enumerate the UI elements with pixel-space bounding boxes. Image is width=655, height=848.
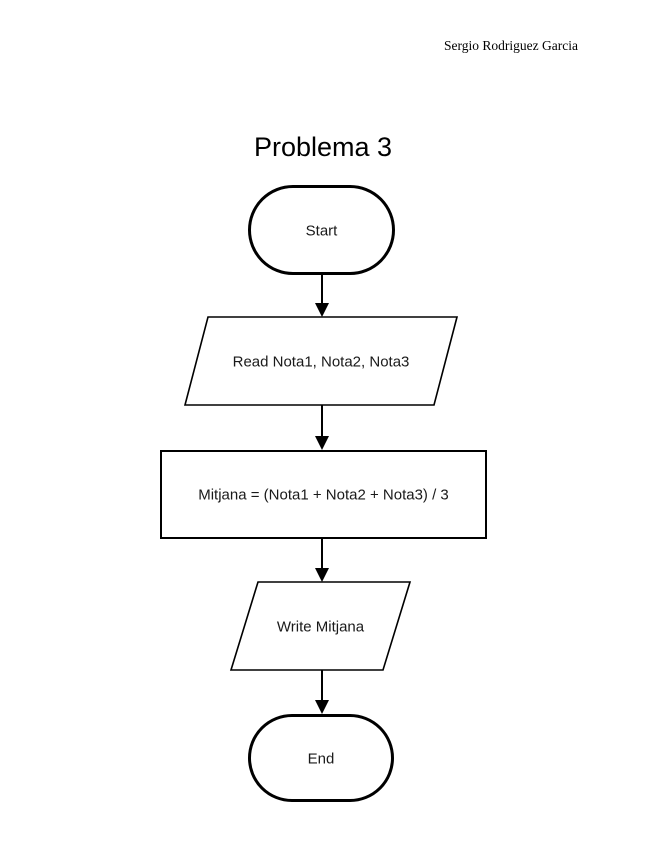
node-end: End [248, 714, 394, 802]
flow-arrow-start-read [315, 275, 329, 317]
node-read-label: Read Nota1, Nota2, Nota3 [233, 353, 410, 370]
flow-arrow-read-process [315, 405, 329, 450]
parallelogram-shape [229, 581, 412, 671]
node-process-label: Mitjana = (Nota1 + Nota2 + Nota3) / 3 [198, 486, 449, 503]
flow-arrow-write-end [315, 670, 329, 714]
arrowhead-icon [315, 303, 329, 317]
node-process: Mitjana = (Nota1 + Nota2 + Nota3) / 3 [160, 450, 487, 539]
rectangle-shape [160, 450, 487, 539]
arrowhead-icon [315, 700, 329, 714]
page-title: Problema 3 [254, 132, 392, 162]
author-name: Sergio Rodriguez Garcia [444, 38, 578, 53]
node-end-label: End [308, 750, 335, 767]
node-start-label: Start [306, 222, 339, 239]
arrowhead-icon [315, 568, 329, 582]
node-start: Start [248, 185, 395, 275]
node-write: Write Mitjana [229, 581, 412, 671]
flow-arrow-process-write [315, 538, 329, 582]
terminator-shape [248, 185, 395, 275]
terminator-shape [248, 714, 394, 802]
parallelogram-shape [183, 316, 459, 406]
node-read: Read Nota1, Nota2, Nota3 [183, 316, 459, 406]
arrowhead-icon [315, 436, 329, 450]
node-write-label: Write Mitjana [277, 618, 365, 635]
